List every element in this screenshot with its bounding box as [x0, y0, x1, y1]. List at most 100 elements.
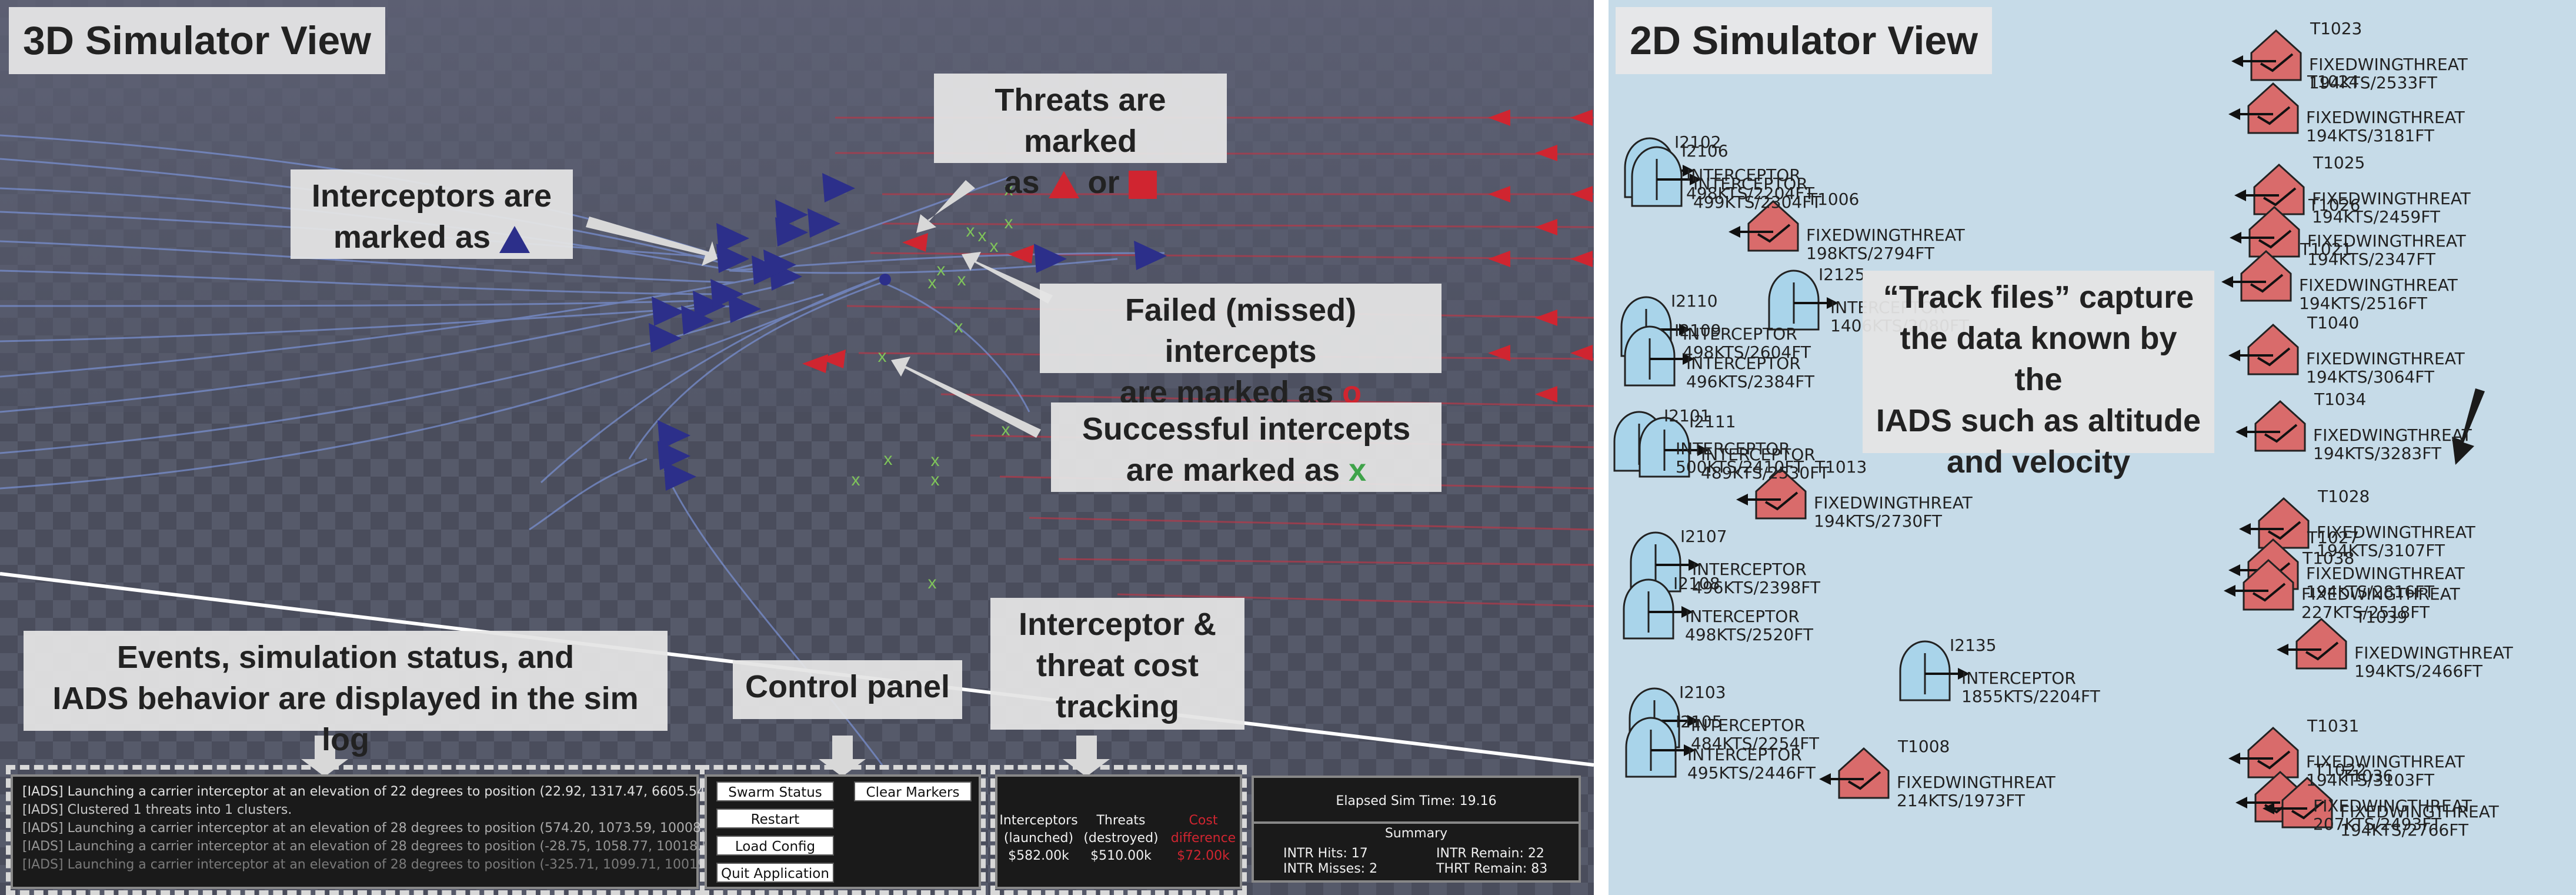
callout-line: threat cost: [1036, 648, 1199, 683]
threat-markers: [802, 233, 1034, 373]
cost-label: Interceptors: [999, 813, 1078, 828]
interceptor-symbol: [1624, 325, 1694, 387]
track-field: 496KTS/2384FT: [1686, 372, 1814, 391]
track-field: INTERCEPTOR: [1676, 439, 1790, 458]
track-id: I2101: [1664, 406, 1711, 425]
interceptor-symbol: [1768, 270, 1838, 331]
sim-log-line: [IADS] Launching a carrier interceptor a…: [22, 839, 728, 854]
track-field: 495KTS/2446FT: [1687, 763, 1816, 783]
interceptor-marker: [658, 441, 690, 470]
threat-symbol: [1729, 199, 1799, 252]
track-field: FIXEDWINGTHREAT: [2313, 796, 2472, 816]
track-field: INTERCEPTOR: [1685, 607, 1800, 626]
callout-track-files: “Track files” capture the data known by …: [1863, 271, 2214, 480]
callout-line: Interceptors are: [311, 178, 552, 214]
threat-symbol: [2239, 497, 2310, 549]
track-field: 498KTS/2520FT: [1685, 625, 1813, 644]
track-id: T1039: [2355, 607, 2408, 627]
threat-symbol: [2221, 249, 2292, 302]
track-field: FIXEDWINGTHREAT: [2307, 231, 2466, 251]
track-field: FIXEDWINGTHREAT: [2301, 584, 2460, 604]
callout-cost-tracking: Interceptor & threat cost tracking: [990, 598, 1244, 730]
callout-sim-log: Events, simulation status, and IADS beha…: [24, 631, 668, 757]
threat-arrow: [1535, 219, 1557, 235]
callout-line: tracking: [1055, 689, 1180, 724]
view-title-2d: 2D Simulator View: [1616, 7, 1993, 74]
intercept-x-marker: x: [928, 573, 937, 593]
load-config-button[interactable]: Load Config: [716, 836, 834, 856]
track-symbols: [1613, 29, 2347, 829]
track-field: 498KTS/2204FT: [1686, 184, 1814, 203]
track-field: 194KTS/3283FT: [2313, 444, 2441, 463]
threat-symbol: [2231, 29, 2302, 81]
track-id: T1025: [2313, 153, 2365, 172]
threat-arrow: [1535, 310, 1557, 326]
intercept-x-marker: x: [957, 270, 966, 290]
intercept-x-marker: x: [931, 470, 940, 490]
track-id: I2103: [1679, 683, 1726, 702]
intr-misses: INTR Misses: 2: [1283, 861, 1378, 876]
threat-marker: [802, 354, 828, 373]
intercept-x-marker: x: [1002, 420, 1010, 440]
track-field: 194KTS/2533FT: [2309, 73, 2437, 92]
track-field: INTERCEPTOR: [1687, 745, 1802, 764]
interceptor-marker: [649, 323, 682, 352]
cost-label: Threats: [1096, 813, 1146, 828]
track-field: FIXEDWINGTHREAT: [2306, 564, 2465, 583]
interceptor-symbol-icon: [499, 225, 530, 253]
track-field: 499KTS/2304FT: [1693, 192, 1821, 212]
interceptor-marker: [822, 173, 855, 202]
view-separator: [1594, 0, 1609, 895]
intercept-x-marker: x: [966, 221, 975, 241]
callout-line: IADS such as altitude: [1876, 403, 2201, 438]
track-field: INTERCEPTOR: [1961, 668, 2076, 688]
interceptor-marker: [775, 217, 808, 247]
callout-failed-intercepts: Failed (missed) intercepts are marked as…: [1040, 284, 1442, 410]
track-field: 194KTS/2766FT: [2340, 820, 2468, 840]
cost-value: $582.00k: [1008, 849, 1069, 863]
track-field: 207KTS/2493FT: [2313, 814, 2441, 834]
track-field: 227KTS/2518FT: [2301, 603, 2430, 622]
track-field: 498KTS/2604FT: [1683, 342, 1811, 362]
track-id: T1006: [1807, 189, 1860, 209]
interceptor-symbol: [1630, 531, 1700, 593]
sim-log-line: [IADS] Launching a carrier interceptor a…: [22, 857, 736, 872]
track-id: T1034: [2314, 390, 2367, 409]
track-field: 194KTS/2459FT: [2312, 207, 2440, 227]
clear-markers-button[interactable]: Clear Markers: [854, 781, 972, 801]
threat-symbol: [2228, 323, 2299, 375]
threat-symbol: [1736, 467, 1807, 520]
swarm-status-button[interactable]: Swarm Status: [716, 781, 834, 801]
success-symbol-icon: x: [1349, 453, 1367, 488]
track-id: T1040: [2307, 313, 2360, 332]
intercept-x-marker: x: [978, 226, 987, 245]
sim-log-highlight: [6, 765, 705, 895]
callout-successful-intercepts: Successful intercepts are marked as x: [1051, 402, 1442, 492]
sim-log-panel[interactable]: [IADS] Launching a carrier interceptor a…: [11, 774, 736, 889]
track-field: FIXEDWINGTHREAT: [2312, 189, 2471, 208]
thrt-remain: THRT Remain: 83: [1436, 861, 1548, 876]
quit-application-button[interactable]: Quit Application: [716, 863, 834, 883]
threat-triangle-icon: [1048, 171, 1079, 198]
interceptor-marker: [716, 223, 749, 252]
track-id: T1013: [1815, 457, 1867, 477]
track-field: INTERCEPTOR: [1691, 716, 1806, 735]
scene-2d-canvas: [1613, 29, 2485, 829]
threat-arrow: [1488, 251, 1510, 267]
restart-button[interactable]: Restart: [716, 809, 834, 829]
track-field: 496KTS/2398FT: [1692, 578, 1820, 597]
